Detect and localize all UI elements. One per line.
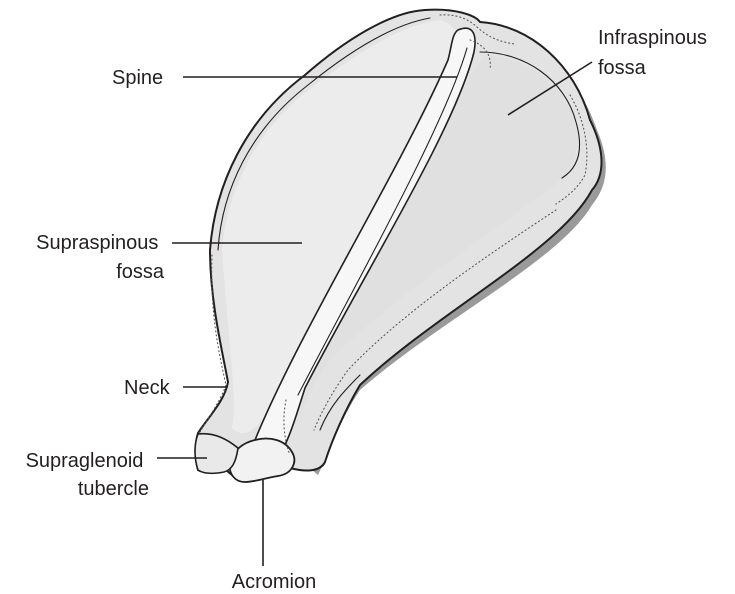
- neck-label: Neck: [124, 377, 171, 399]
- infraspinous-label-line1: Infraspinous: [598, 27, 707, 49]
- infraspinous-leader: [507, 61, 593, 116]
- spine-inner-edge: [297, 47, 468, 396]
- acromion-label: Acromion: [232, 571, 316, 593]
- scapula-illustration: [194, 8, 606, 483]
- infraspinous-face: [300, 55, 578, 420]
- leader-lines: [157, 61, 593, 566]
- infraspinous-label-line2: fossa: [598, 57, 647, 79]
- supraspinous-label-line1: Supraspinous: [36, 232, 158, 254]
- stipple-neck: [199, 254, 227, 433]
- stipple-upper: [439, 14, 516, 45]
- spine-label: Spine: [112, 67, 163, 89]
- supraspinous-label: Supraspinous fossa: [36, 232, 165, 283]
- stipple-spine: [469, 39, 491, 71]
- supraspinous-label-line2: fossa: [116, 261, 165, 283]
- supraglenoid-label-line2: tubercle: [78, 478, 149, 500]
- stipple-lower: [313, 209, 557, 431]
- supraspinous-face: [222, 20, 459, 434]
- labels: Spine Infraspinous fossa Supraspinous fo…: [26, 27, 713, 593]
- infraspinous-inner-border: [479, 51, 581, 179]
- supraglenoid-label: Supraglenoid tubercle: [26, 450, 149, 500]
- supraspinous-inner-border: [217, 17, 431, 251]
- supraglenoid-label-line1: Supraglenoid: [26, 450, 144, 472]
- infraspinous-label: Infraspinous fossa: [598, 27, 713, 79]
- stipple-acromion: [283, 399, 291, 456]
- supraglenoid-tubercle-shape: [194, 432, 239, 475]
- infraspinous-lateral-ridge: [319, 374, 361, 431]
